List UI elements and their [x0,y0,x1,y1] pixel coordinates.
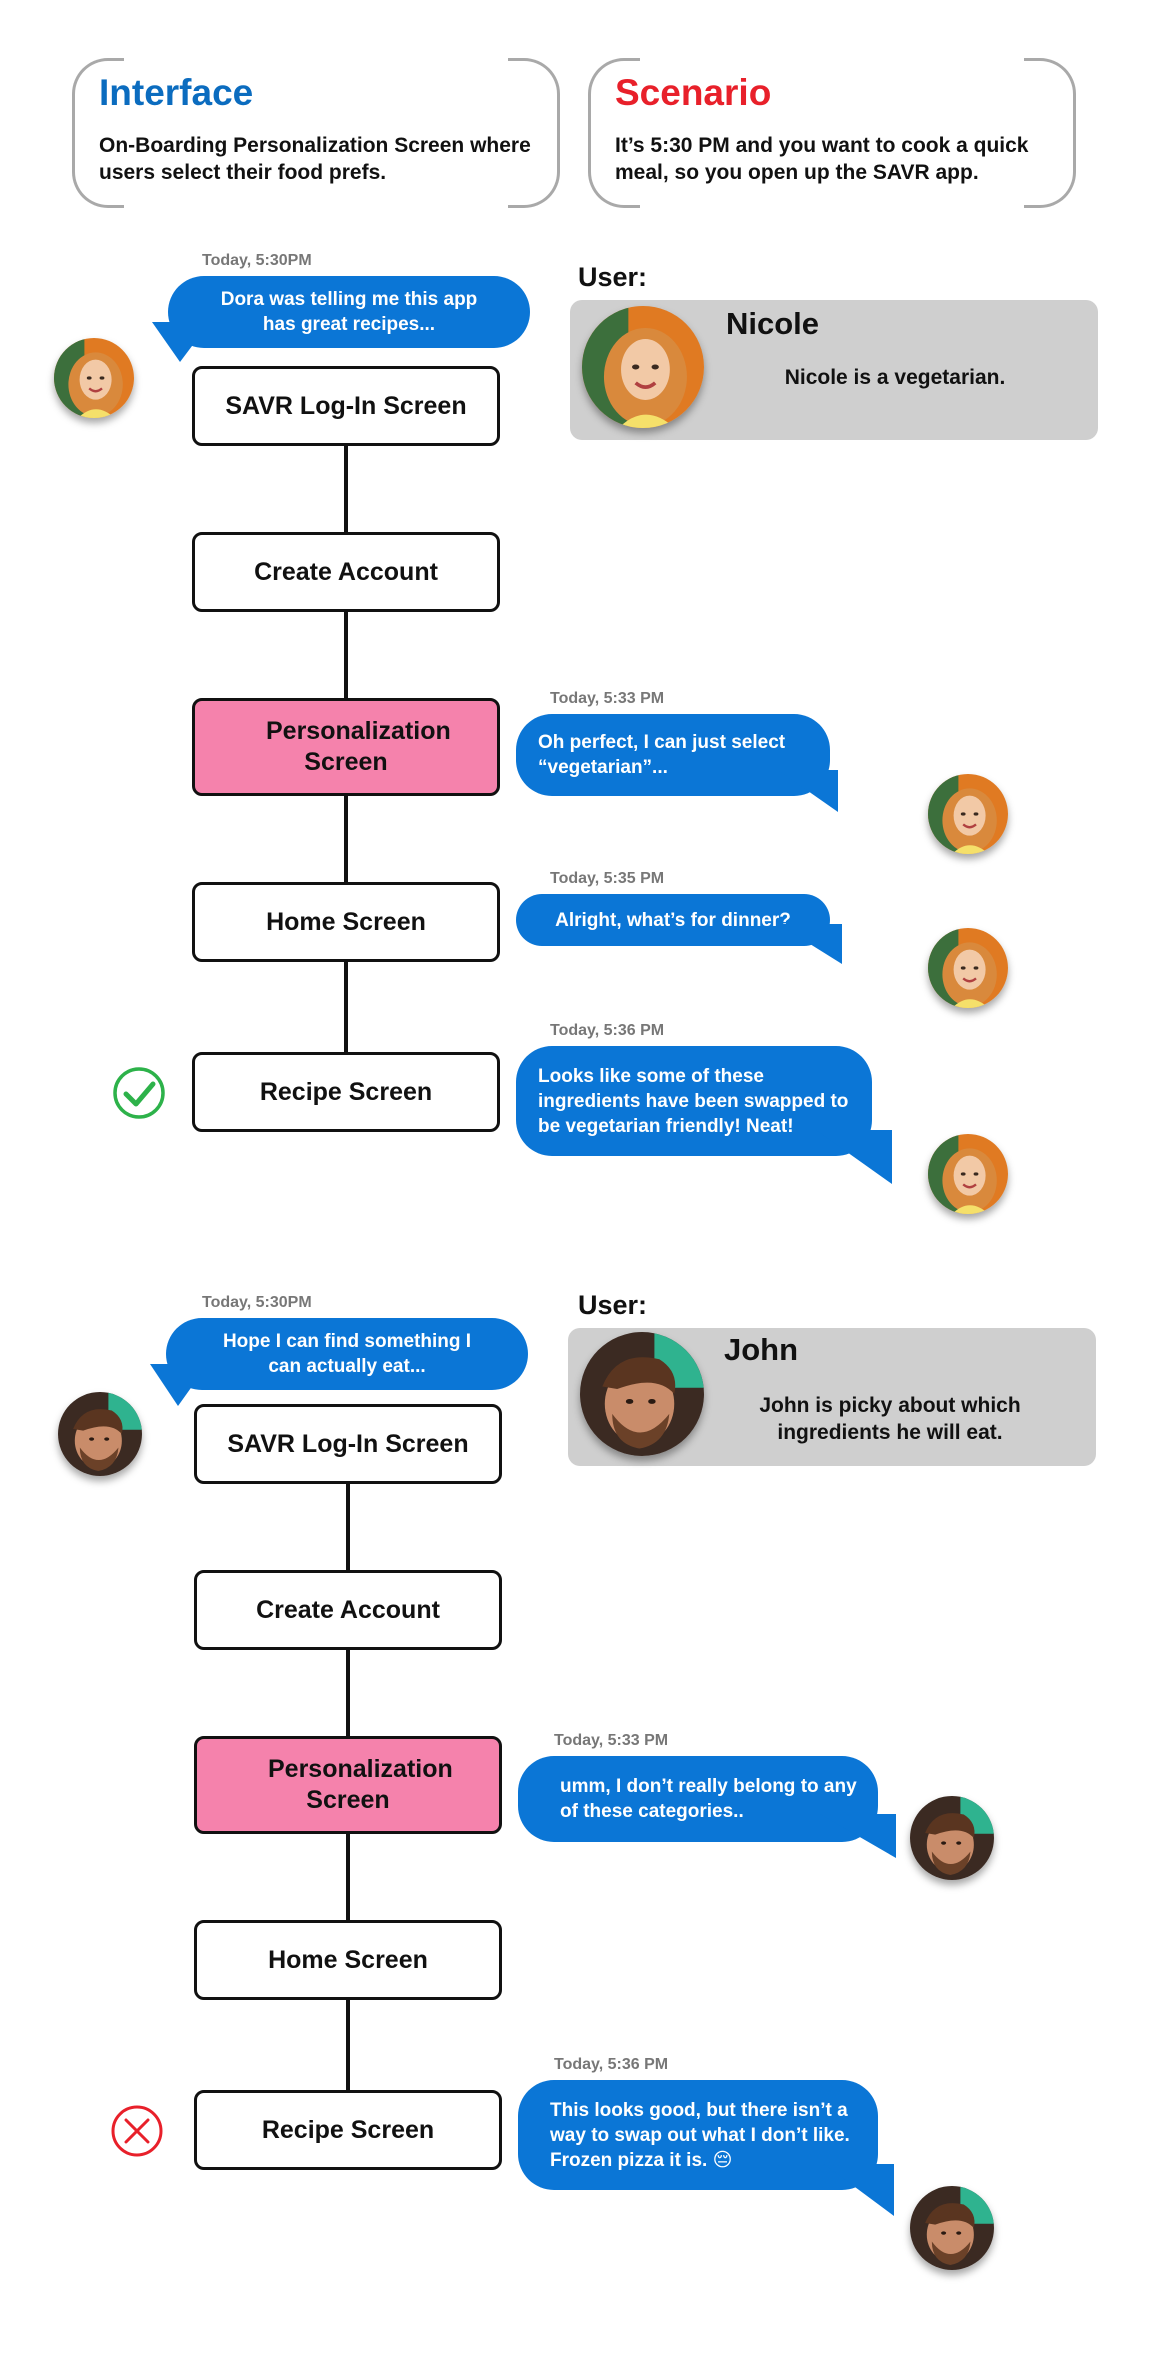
connector [346,1834,350,1920]
user-label: User: [578,1290,648,1320]
message-timestamp: Today, 5:33 PM [550,690,665,707]
user-description: Nicole is a vegetarian. [784,366,1006,389]
nicole-avatar [928,928,1008,1008]
john-avatar [910,2186,994,2270]
scenario-title: Scenario [615,72,772,113]
flow-step-personalization: Personalization Screen [192,698,500,796]
interface-text: On-Boarding Personalization Screen where… [99,134,531,184]
flow-step-recipe: Recipe Screen [194,2090,502,2170]
message-timestamp: Today, 5:30PM [202,252,312,269]
connector [346,2000,350,2090]
bubble-tail [820,1814,896,1858]
message-timestamp: Today, 5:35 PM [550,870,665,887]
connector [344,962,348,1052]
bubble-tail [816,1130,892,1184]
bubble-tail [824,2164,894,2216]
nicole-avatar [928,1134,1008,1214]
flow-step-login: SAVR Log-In Screen [192,366,500,446]
user-label: User: [578,262,648,292]
message-timestamp: Today, 5:33 PM [554,1732,669,1749]
user-description: John is picky about which ingredients he… [759,1394,1021,1444]
user-name: Nicole [726,306,820,341]
bubble-tail [152,322,210,362]
chat-bubble: Alright, what’s for dinner? [516,894,830,946]
john-avatar [580,1332,704,1456]
nicole-avatar [582,306,704,428]
scenario-card: Scenario It’s 5:30 PM and you want to co… [588,58,1076,208]
connector [344,446,348,532]
user-name: John [724,1332,799,1367]
nicole-avatar [928,774,1008,854]
connector [346,1650,350,1736]
x-icon [110,2104,164,2158]
chat-bubble: Dora was telling me this app has great r… [168,276,530,348]
message-timestamp: Today, 5:36 PM [550,1022,665,1039]
chat-bubble: umm, I don’t really belong to any of the… [518,1756,878,1842]
chat-bubble: This looks good, but there isn’t a way t… [518,2080,878,2190]
connector [346,1484,350,1570]
flow-step-home: Home Screen [192,882,500,962]
flow-step-home: Home Screen [194,1920,502,2000]
bubble-tail [778,770,838,812]
chat-bubble: Hope I can find something I can actually… [166,1318,528,1390]
chat-bubble: Oh perfect, I can just select “vegetaria… [516,714,830,796]
flow-step-create-account: Create Account [192,532,500,612]
connector [344,612,348,698]
connector [344,796,348,882]
flow-step-login: SAVR Log-In Screen [194,1404,502,1484]
scenario-text: It’s 5:30 PM and you want to cook a quic… [615,134,1029,184]
check-icon [112,1066,166,1120]
john-avatar [58,1392,142,1476]
flow-step-personalization: Personalization Screen [194,1736,502,1834]
interface-card: Interface On-Boarding Personalization Sc… [72,58,560,208]
flow-step-create-account: Create Account [194,1570,502,1650]
flow-step-recipe: Recipe Screen [192,1052,500,1132]
john-avatar [910,1796,994,1880]
bubble-tail [150,1364,208,1406]
nicole-avatar [54,338,134,418]
message-timestamp: Today, 5:30PM [202,1294,312,1311]
message-timestamp: Today, 5:36 PM [554,2056,669,2073]
chat-bubble: Looks like some of these ingredients hav… [516,1046,872,1156]
interface-title: Interface [99,72,254,113]
bubble-tail [778,924,842,964]
